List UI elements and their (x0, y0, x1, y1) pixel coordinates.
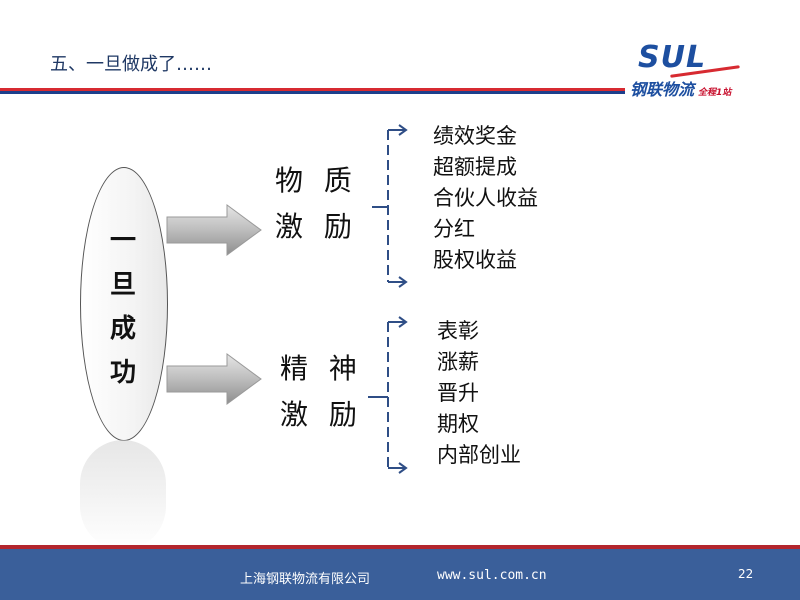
category-line: 物 质 (275, 164, 358, 197)
ellipse-reflection (80, 440, 166, 550)
list-item: 合伙人收益 (433, 186, 538, 210)
center-label: 一 旦 成 功 (80, 228, 166, 386)
company-logo: SUL 钢联物流全程1站 (630, 40, 770, 100)
title-underline-blue (0, 91, 625, 94)
category-line: 激 励 (275, 210, 358, 243)
center-label-char: 成 (109, 314, 136, 344)
title-underline-red (0, 88, 625, 91)
list-item: 股权收益 (433, 248, 517, 272)
slide-title: 五、一旦做成了…… (50, 54, 212, 75)
footer-url: www.sul.com.cn (437, 568, 547, 583)
category-line: 激 励 (280, 398, 363, 431)
category-line: 精 神 (280, 352, 363, 385)
material-items-list: 绩效奖金 超额提成 合伙人收益 分红 股权收益 (433, 121, 538, 276)
footer-accent-line (0, 545, 800, 549)
logo-name-row: 钢联物流全程1站 (630, 76, 731, 100)
logo-brand: SUL (638, 40, 707, 75)
list-item: 分红 (433, 217, 475, 241)
page-number: 22 (738, 567, 754, 581)
logo-name: 钢联物流 (630, 80, 695, 99)
list-item: 表彰 (437, 319, 479, 343)
list-item: 内部创业 (437, 443, 521, 467)
list-item: 涨薪 (437, 350, 479, 374)
spiritual-items-list: 表彰 涨薪 晋升 期权 内部创业 (437, 316, 521, 471)
list-item: 期权 (437, 412, 479, 436)
footer-bar: 上海钢联物流有限公司 www.sul.com.cn 22 (0, 549, 800, 600)
arrow-right-icon (166, 204, 262, 256)
logo-slogan: 全程1站 (698, 88, 732, 98)
list-item: 超额提成 (433, 155, 517, 179)
list-item: 绩效奖金 (433, 124, 517, 148)
category-spiritual: 精 神 激 励 (280, 346, 363, 438)
list-item: 晋升 (437, 381, 479, 405)
center-label-char: 功 (109, 358, 136, 388)
footer-company: 上海钢联物流有限公司 (240, 572, 371, 587)
center-label-char: 一 (109, 226, 136, 256)
center-label-char: 旦 (109, 270, 136, 300)
arrow-right-icon (166, 353, 262, 405)
category-material: 物 质 激 励 (275, 158, 358, 250)
